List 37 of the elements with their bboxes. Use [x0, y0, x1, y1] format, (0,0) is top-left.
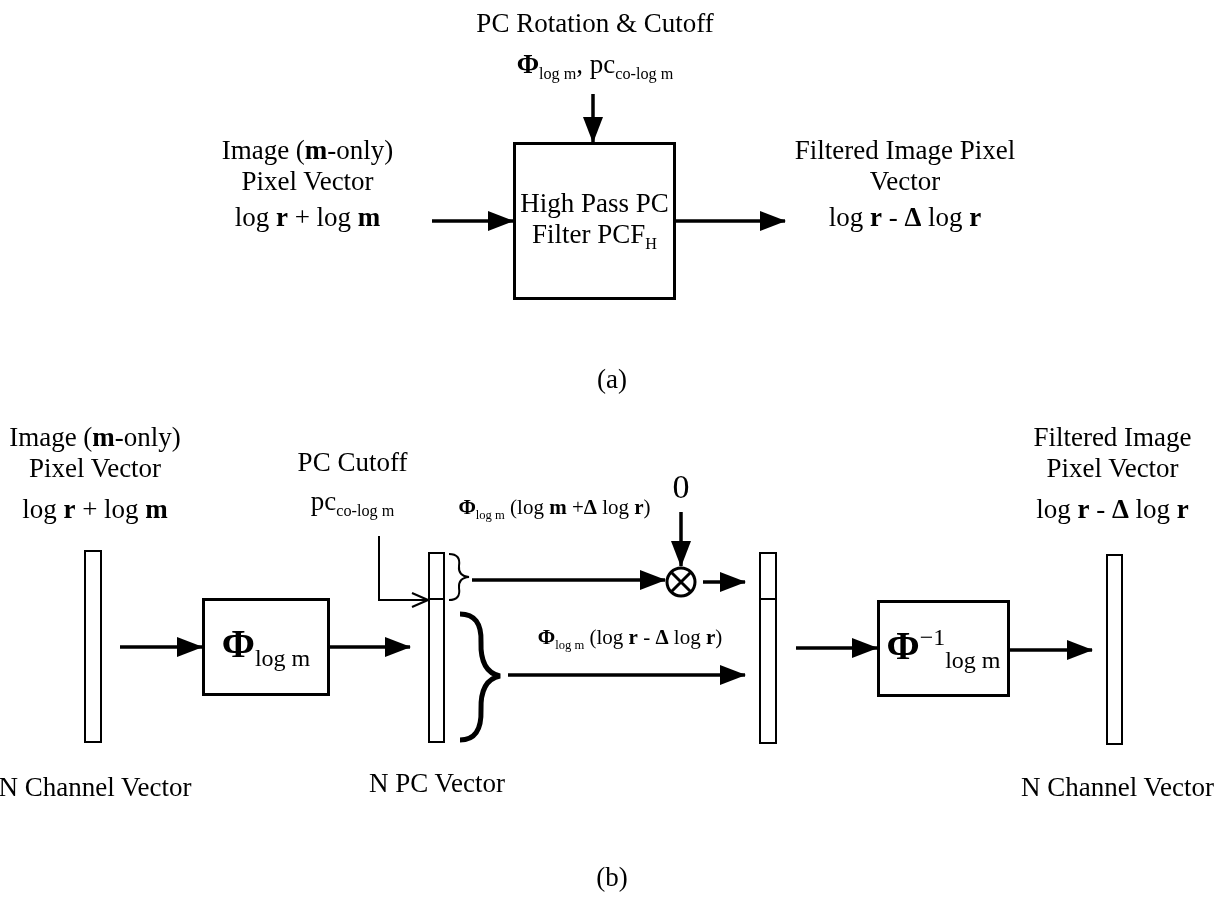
vector-label: Filtered Image Pixel Vector [1032, 422, 1193, 485]
vector-bar [84, 550, 102, 743]
panel-label: (b) [595, 862, 629, 894]
arrow [330, 637, 411, 657]
formula: log r + log m [21, 494, 169, 526]
arrow [583, 94, 603, 143]
vector-bar [759, 552, 777, 744]
input-label: PC Cutoff [297, 446, 408, 478]
transform-box [202, 598, 330, 696]
vector-label: N Channel Vector [0, 772, 193, 804]
arrow [472, 570, 666, 590]
vector-bar [428, 552, 445, 743]
arrow [676, 211, 786, 231]
formula: log r + log m [234, 201, 381, 233]
leader-arrow [378, 535, 429, 608]
arrow [120, 637, 203, 657]
arrow [796, 638, 878, 658]
input-label: PC Rotation & Cutoff [476, 7, 714, 39]
formula: Φ$_{log m}$, pc$_{co-log m}$ [516, 49, 674, 85]
box-label: High Pass PC Filter PCF$_{H}$ [519, 187, 670, 255]
arrow [671, 512, 691, 567]
arrow [1010, 640, 1093, 660]
vector-label: N PC Vector [368, 768, 506, 800]
arrow [703, 572, 746, 592]
transform-box [877, 600, 1010, 697]
filter-box [513, 142, 676, 300]
vector-bar [1106, 554, 1123, 745]
box-label: Φ$_{log m}$ [221, 621, 311, 673]
arrow [432, 211, 514, 231]
formula: pc$_{co-log m}$ [310, 486, 395, 522]
vector-label: Image (m-only) Pixel Vector [8, 422, 182, 485]
input-value: 0 [672, 467, 690, 507]
formula: log r - Δ log r [828, 201, 982, 233]
vector-label: N Channel Vector [1020, 772, 1215, 804]
panel-label: (a) [596, 364, 628, 396]
formula: log r - Δ log r [1035, 494, 1190, 526]
arrow [508, 665, 746, 685]
